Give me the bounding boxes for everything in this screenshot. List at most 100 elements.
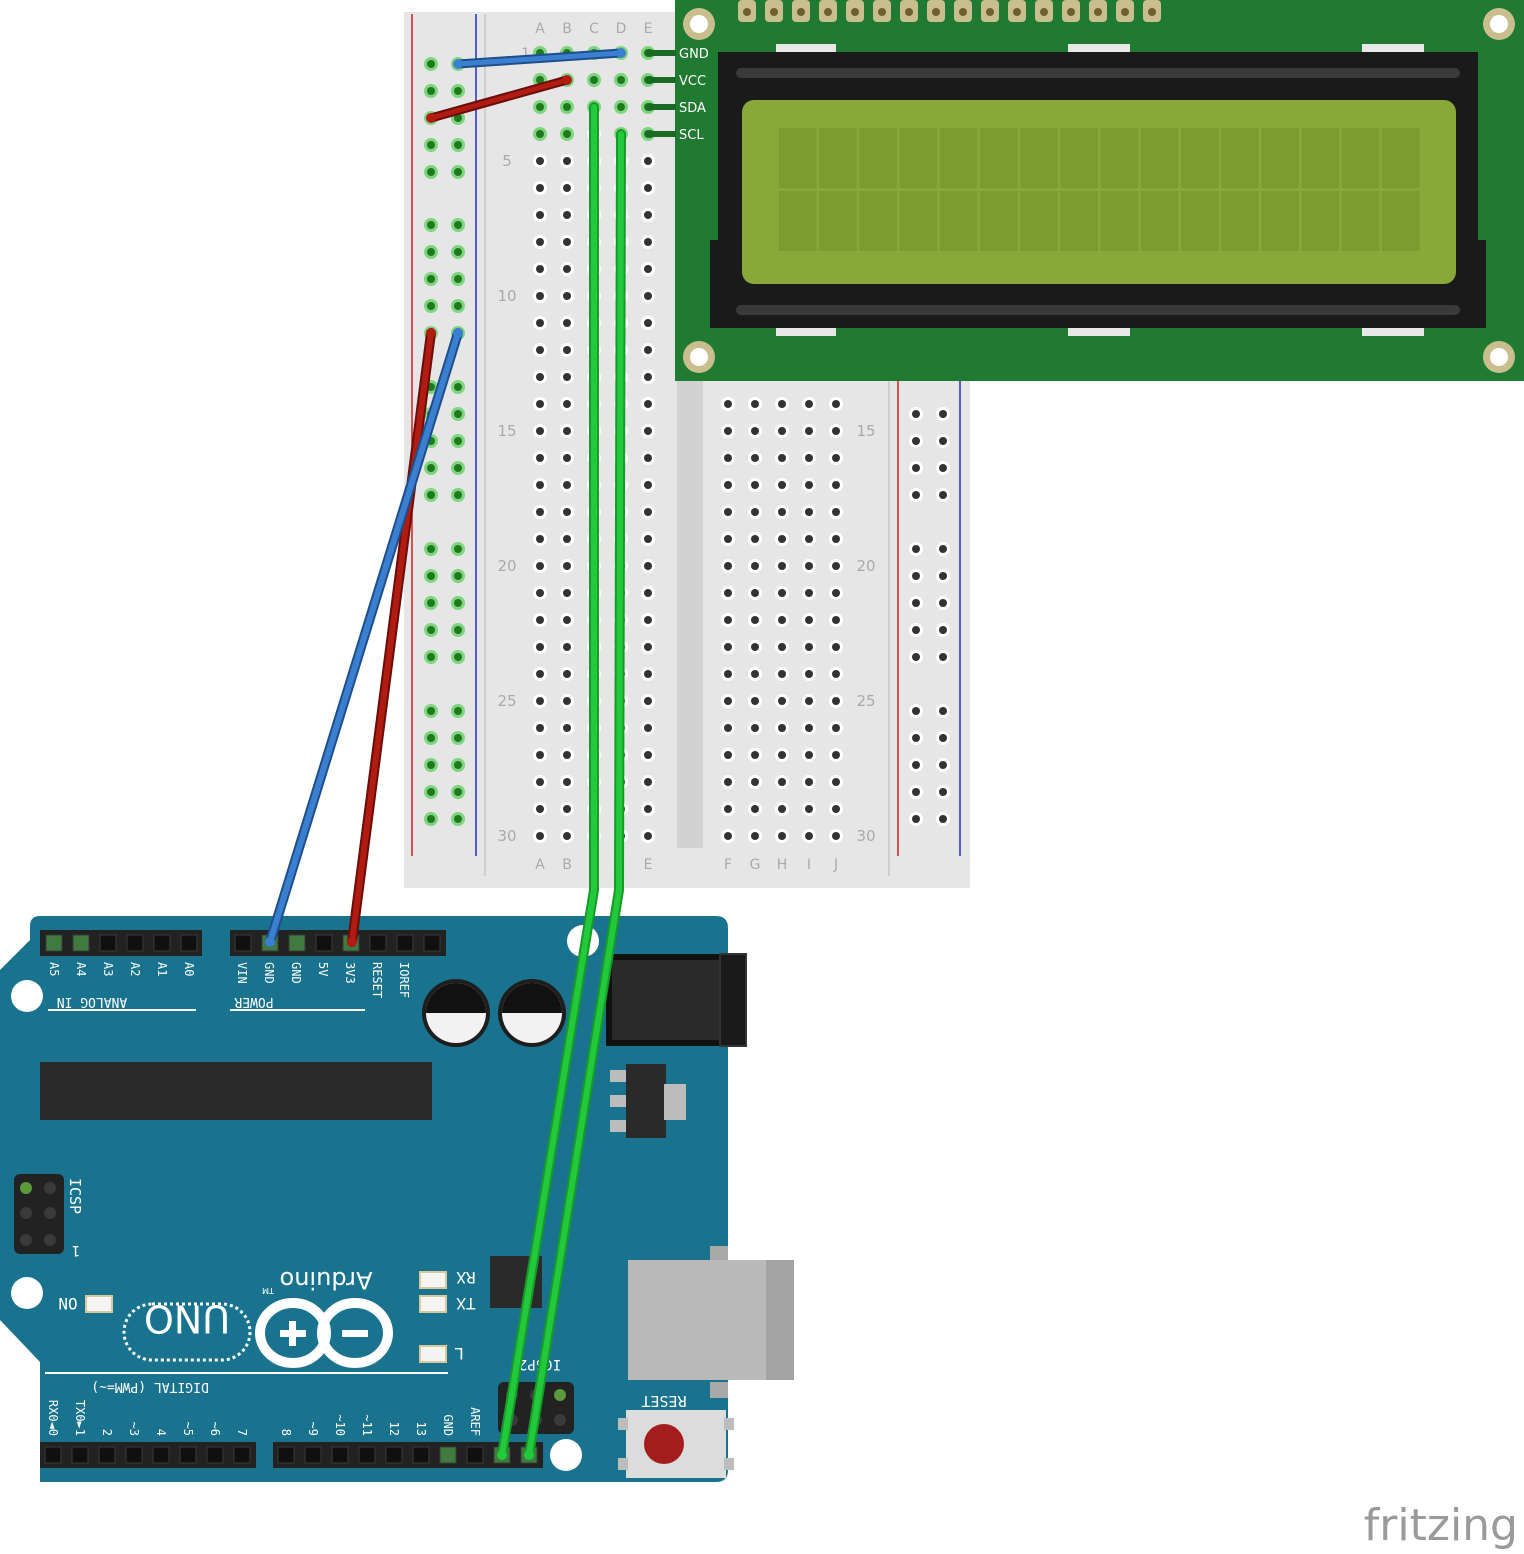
power-pin-label: IOREF: [397, 962, 411, 998]
lcd-cell: [1341, 128, 1380, 188]
reset-button[interactable]: [618, 1410, 734, 1478]
breadboard-hole: [587, 73, 601, 87]
header-pin: [233, 1446, 251, 1464]
breadboard-hole: [936, 434, 950, 448]
breadboard-hole: [533, 289, 547, 303]
breadboard-hole: [533, 613, 547, 627]
breadboard-hole: [424, 785, 438, 799]
breadboard-hole: [641, 181, 655, 195]
breadboard-hole: [533, 559, 547, 573]
row-number: 1: [521, 46, 530, 62]
digital-pin-label: TX0►1: [73, 1400, 87, 1436]
lcd-top-pin-hole: [932, 8, 940, 16]
breadboard-hole: [748, 667, 762, 681]
lcd-cell: [819, 191, 857, 251]
breadboard-hole: [721, 451, 735, 465]
breadboard-hole: [721, 586, 735, 600]
breadboard-hole: [451, 245, 465, 259]
breadboard-hole: [909, 785, 923, 799]
breadboard-hole: [533, 262, 547, 276]
breadboard-hole: [748, 721, 762, 735]
breadboard-hole: [560, 424, 574, 438]
breadboard-hole: [641, 370, 655, 384]
breadboard-hole: [775, 802, 789, 816]
digital-pin-label: ~10: [333, 1414, 347, 1436]
column-letter: E: [644, 21, 653, 37]
icsp-pin: [44, 1207, 56, 1219]
breadboard-hole: [641, 532, 655, 546]
header-pin: [396, 934, 414, 952]
icsp-pin: [20, 1234, 32, 1246]
header-pin: [206, 1446, 224, 1464]
lcd-top-pins: [738, 0, 1161, 22]
lcd-top-pin-hole: [1040, 8, 1048, 16]
lcd-pin-end: [646, 103, 654, 111]
icsp-header: [14, 1174, 64, 1254]
header-pin: [358, 1446, 376, 1464]
header-pin: [44, 1446, 62, 1464]
digital-label: DIGITAL (PWM=~): [91, 1379, 208, 1394]
breadboard-hole: [721, 748, 735, 762]
breadboard-hole: [748, 640, 762, 654]
lcd-pin-end: [646, 76, 654, 84]
breadboard-hole: [533, 424, 547, 438]
bezel-groove: [736, 305, 1460, 315]
lcd-top-pin-hole: [1067, 8, 1075, 16]
breadboard-hole: [748, 559, 762, 573]
tx-led: [419, 1295, 447, 1313]
column-letter: G: [750, 857, 761, 873]
column-letter: D: [616, 21, 627, 37]
breadboard-hole: [775, 613, 789, 627]
lcd-cell: [1221, 128, 1259, 188]
breadboard-hole: [451, 434, 465, 448]
breadboard-hole: [775, 532, 789, 546]
breadboard-hole: [802, 532, 816, 546]
breadboard-hole: [614, 73, 628, 87]
icsp-label: ICSP: [66, 1178, 84, 1214]
breadboard-hole: [802, 667, 816, 681]
column-letter: E: [644, 857, 653, 873]
breadboard-hole: [748, 532, 762, 546]
lcd-cell: [1140, 128, 1179, 188]
lcd-cell: [1221, 191, 1259, 251]
breadboard-hole: [641, 154, 655, 168]
breadboard-hole: [721, 802, 735, 816]
breadboard-hole: [451, 569, 465, 583]
breadboard-hole: [775, 829, 789, 843]
capacitor: [498, 979, 566, 1047]
breadboard-hole: [748, 586, 762, 600]
row-number: 15: [497, 422, 516, 440]
breadboard-hole: [802, 586, 816, 600]
breadboard-hole: [775, 397, 789, 411]
bezel-tab: [1068, 44, 1130, 52]
lcd-pin-end: [646, 130, 654, 138]
breadboard-hole: [909, 650, 923, 664]
lcd-cell: [1181, 128, 1219, 188]
breadboard-hole: [451, 596, 465, 610]
breadboard-hole: [829, 829, 843, 843]
breadboard-hole: [936, 650, 950, 664]
breadboard-hole: [614, 100, 628, 114]
breadboard-hole: [451, 407, 465, 421]
breadboard-hole: [802, 802, 816, 816]
digital-pin-label: RX0◄0: [46, 1400, 60, 1436]
tx-label: TX: [456, 1294, 476, 1313]
wire-gnd-breadboard: [453, 48, 626, 69]
breadboard-hole: [451, 218, 465, 232]
lcd-top-pin-hole: [1148, 8, 1156, 16]
breadboard-hole: [721, 613, 735, 627]
lcd-cell: [1140, 191, 1179, 251]
row-number: 30: [856, 827, 875, 845]
breadboard-hole: [424, 272, 438, 286]
breadboard-hole: [802, 721, 816, 735]
breadboard-hole: [641, 667, 655, 681]
wire-end: [453, 59, 463, 69]
mounting-hole: [550, 1439, 582, 1471]
breadboard-hole: [641, 478, 655, 492]
l-led: [419, 1345, 447, 1363]
